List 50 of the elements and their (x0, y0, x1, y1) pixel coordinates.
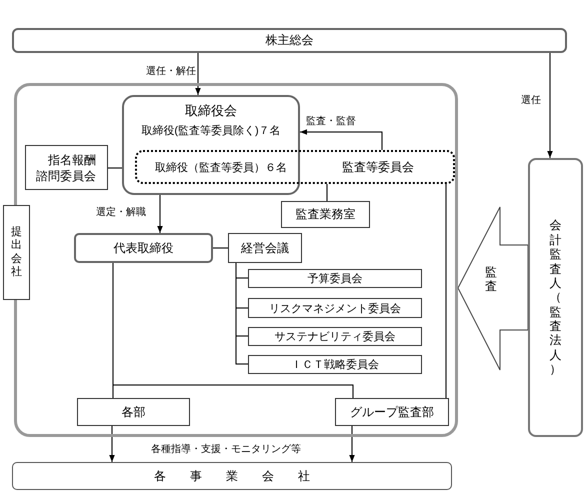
meeting-box (12, 28, 567, 53)
box-title: 取締役会 (185, 102, 237, 120)
committee-box (248, 269, 422, 288)
meeting-box (228, 233, 302, 263)
board-box (122, 95, 300, 195)
arrow (547, 52, 553, 158)
box-label: 経営会議 (241, 240, 289, 256)
edge-label: 選定・解職 (95, 207, 147, 219)
box-label: 各 事 業 会 社 (154, 468, 310, 484)
box-label: 取締役(監査等委員除く)７名 (141, 124, 281, 138)
connector-line (236, 262, 248, 364)
box-label: サステナビリティ委員会 (274, 330, 396, 344)
department-box (335, 398, 449, 426)
box-label: ＩＣＴ戦略委員会 (291, 358, 379, 372)
box-label: 監査等委員会 (342, 159, 414, 176)
committee-box (25, 145, 108, 190)
edge-label: 監査 (485, 265, 498, 293)
committee-box (248, 298, 422, 318)
arrow (109, 426, 115, 462)
arrow (195, 52, 201, 96)
arrow (300, 129, 382, 150)
box-label: 会計監査人（監査法人） (549, 218, 562, 377)
committee-dotted-box (135, 150, 455, 184)
connector-line (326, 184, 328, 202)
box-label: 予算委員会 (308, 272, 362, 286)
arrow (349, 426, 355, 462)
auditor-box (528, 158, 583, 437)
block-arrow (457, 206, 528, 370)
box-label: 代表取締役 (114, 240, 174, 256)
box-label: 各部 (122, 404, 146, 420)
box-label: リスクマネジメント委員会 (269, 302, 401, 316)
committee-box (248, 327, 422, 346)
box-label: 指名報酬諮問委員会 (36, 152, 97, 184)
edge-label: 選任 (520, 95, 542, 107)
office-box (281, 201, 370, 228)
edge-label: 監査・監督 (305, 116, 357, 128)
arrow (157, 194, 163, 234)
subsidiaries-box (12, 462, 452, 490)
department-box (77, 398, 190, 426)
note-label: 各種指導・支援・モニタリング等 (150, 444, 302, 456)
box-label: 監査業務室 (296, 206, 356, 223)
connector-line (112, 262, 354, 398)
representative-box (74, 233, 213, 263)
box-label: グループ監査部 (350, 404, 434, 420)
company-tab (3, 205, 30, 300)
box-label: 株主総会 (266, 32, 314, 49)
edge-label: 選任・解任 (145, 66, 197, 78)
box-label: 提出会社 (10, 226, 22, 279)
committee-box (248, 355, 422, 374)
box-label: 取締役（監査等委員）６名 (155, 160, 287, 175)
